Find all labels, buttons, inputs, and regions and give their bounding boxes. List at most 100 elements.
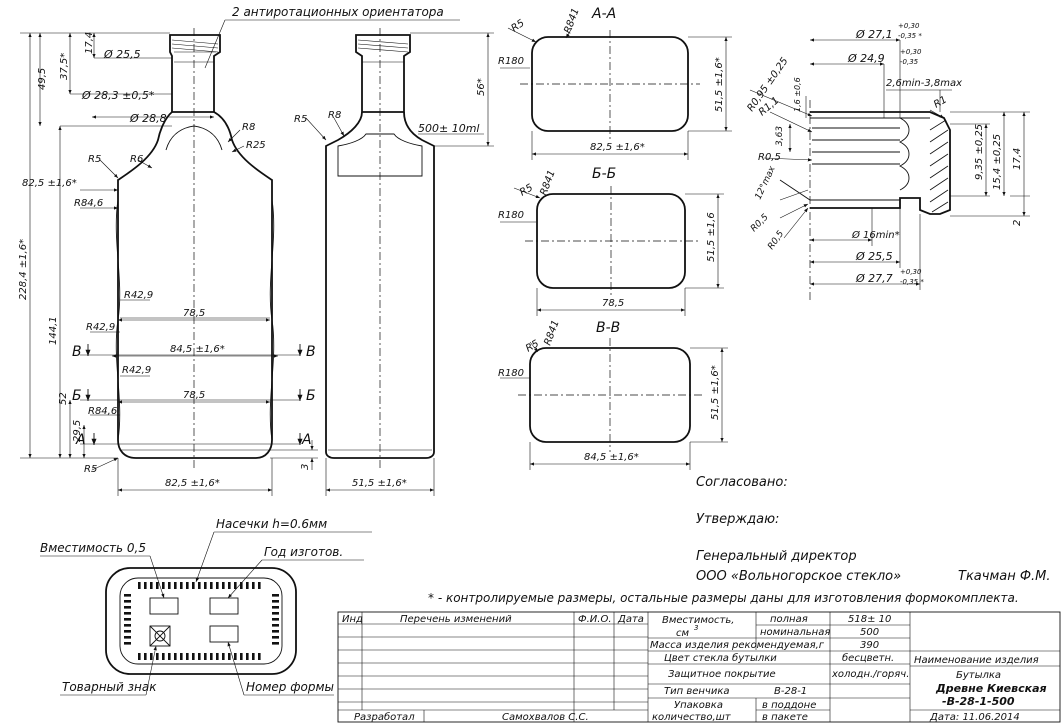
notch bbox=[222, 653, 225, 660]
approval-company: ООО «Вольногорское стекло» bbox=[696, 569, 901, 584]
notch bbox=[144, 582, 147, 589]
tb-name-header: Наименование изделия bbox=[914, 655, 1039, 666]
radius-r429-c: R42,9 bbox=[122, 365, 151, 376]
trademark-box bbox=[149, 625, 171, 647]
n-12max: 12°max bbox=[754, 164, 778, 201]
tb-name-1: Бутылка bbox=[956, 670, 1001, 681]
notch bbox=[272, 624, 279, 627]
notch bbox=[186, 582, 189, 589]
section-bb bbox=[500, 186, 724, 316]
bottom-view bbox=[40, 531, 372, 696]
neck-detail-outline bbox=[810, 111, 951, 215]
vv-width: 84,5 ±1,6* bbox=[584, 452, 639, 463]
volume-label: 500± 10ml bbox=[418, 122, 479, 135]
bottom-trademark-label: Товарный знак bbox=[62, 680, 157, 694]
notch bbox=[246, 582, 249, 589]
thread-profile bbox=[810, 117, 930, 165]
dim-h1441: 144,1 bbox=[48, 316, 59, 345]
notch bbox=[180, 653, 183, 660]
n-d271: Ø 27,1 bbox=[855, 28, 893, 41]
bb-width: 78,5 bbox=[602, 298, 624, 309]
notch bbox=[124, 636, 131, 639]
n-r05-a: R0,5 bbox=[758, 152, 781, 163]
dim-h2284: 228,4 ±1,6* bbox=[18, 239, 29, 300]
notch bbox=[124, 642, 131, 645]
notch bbox=[192, 653, 195, 660]
notch bbox=[272, 630, 279, 633]
notch bbox=[272, 594, 279, 597]
n-935: 9,35 ±0,25 bbox=[974, 124, 985, 180]
tb-full: полная bbox=[770, 614, 808, 625]
tb-name-2: Древне Киевская bbox=[935, 682, 1047, 695]
tb-full-val: 518± 10 bbox=[848, 614, 891, 625]
radius-r5-c: R5 bbox=[294, 114, 307, 125]
notch bbox=[156, 653, 159, 660]
radius-r846-b: R84,6 bbox=[88, 406, 117, 417]
notch bbox=[240, 582, 243, 589]
mold-number-box bbox=[209, 625, 239, 643]
notch bbox=[124, 630, 131, 633]
aa-height: 51,5 ±1,6* bbox=[714, 57, 725, 112]
tb-color: Цвет стекла бутылки bbox=[664, 652, 777, 664]
notch bbox=[174, 582, 177, 589]
tb-pack: Упаковка bbox=[674, 700, 723, 711]
notch bbox=[204, 582, 207, 589]
dim-w515: 51,5 ±1,6* bbox=[352, 478, 407, 489]
controlled-dims-note: * - контролируемые размеры, остальные ра… bbox=[428, 591, 1019, 605]
dim-w825-bottom: 82,5 ±1,6* bbox=[165, 478, 220, 489]
notch bbox=[272, 642, 279, 645]
tb-volume-unit: см bbox=[676, 628, 689, 639]
notch bbox=[234, 653, 237, 660]
vv-r841: R841 bbox=[542, 319, 561, 347]
title-block bbox=[337, 611, 1061, 723]
n-16: 1,6 ±0,6 bbox=[793, 77, 802, 112]
dim-h495: 49,5 bbox=[37, 68, 48, 90]
tb-developed: Разработал bbox=[354, 711, 415, 723]
side-view bbox=[305, 28, 494, 496]
cut-arrows bbox=[85, 344, 303, 445]
year-box bbox=[209, 597, 239, 615]
radius-r429-b: R42,9 bbox=[86, 322, 115, 333]
notch bbox=[124, 594, 131, 597]
notch bbox=[258, 582, 261, 589]
cut-label-v-right: В bbox=[306, 344, 316, 360]
aa-r5: R5 bbox=[509, 18, 526, 35]
notch bbox=[272, 600, 279, 603]
dim-h56: 56* bbox=[476, 78, 487, 96]
aa-width: 82,5 ±1,6* bbox=[590, 142, 645, 153]
cut-label-b-right: Б bbox=[306, 388, 316, 404]
notch bbox=[150, 653, 153, 660]
section-aa-title: А-А bbox=[591, 6, 616, 22]
tb-name-3: -В-28-1-500 bbox=[942, 695, 1015, 708]
n-d249-tol-dn: -0,35 bbox=[900, 58, 919, 66]
notch bbox=[204, 653, 207, 660]
tb-coating: Защитное покрытие bbox=[668, 669, 776, 680]
neck-hatch bbox=[929, 119, 949, 213]
tb-nominal-val: 500 bbox=[860, 627, 879, 638]
notch bbox=[162, 582, 165, 589]
radius-r5-a: R5 bbox=[88, 154, 101, 165]
notch bbox=[162, 653, 165, 660]
n-d249-tol-up: +0,30 bbox=[900, 48, 922, 56]
side-neck-outline bbox=[355, 34, 411, 113]
section-vv-title: В-В bbox=[596, 320, 620, 336]
cut-label-a-right: А bbox=[301, 432, 312, 448]
dim-w825-top: 82,5 ±1,6* bbox=[22, 178, 77, 189]
tb-nominal: номинальная bbox=[760, 627, 830, 638]
n-thread: 2,6min-3,8max bbox=[886, 78, 962, 89]
notch bbox=[216, 582, 219, 589]
notch bbox=[210, 653, 213, 660]
notch bbox=[186, 653, 189, 660]
aa-r841: R841 bbox=[562, 7, 581, 35]
n-r05-b: R0,5 bbox=[749, 212, 771, 234]
bb-r5: R5 bbox=[518, 182, 535, 198]
notch bbox=[156, 582, 159, 589]
notch bbox=[150, 582, 153, 589]
radius-r429-a: R42,9 bbox=[124, 290, 153, 301]
n-r1: R1 bbox=[932, 94, 949, 110]
n-r05-c: R0,5 bbox=[766, 229, 786, 252]
bottom-notches-label: Насечки h=0.6мм bbox=[216, 517, 327, 531]
n-d249: Ø 24,9 bbox=[847, 52, 885, 65]
dim-h52: 52 bbox=[58, 392, 69, 405]
